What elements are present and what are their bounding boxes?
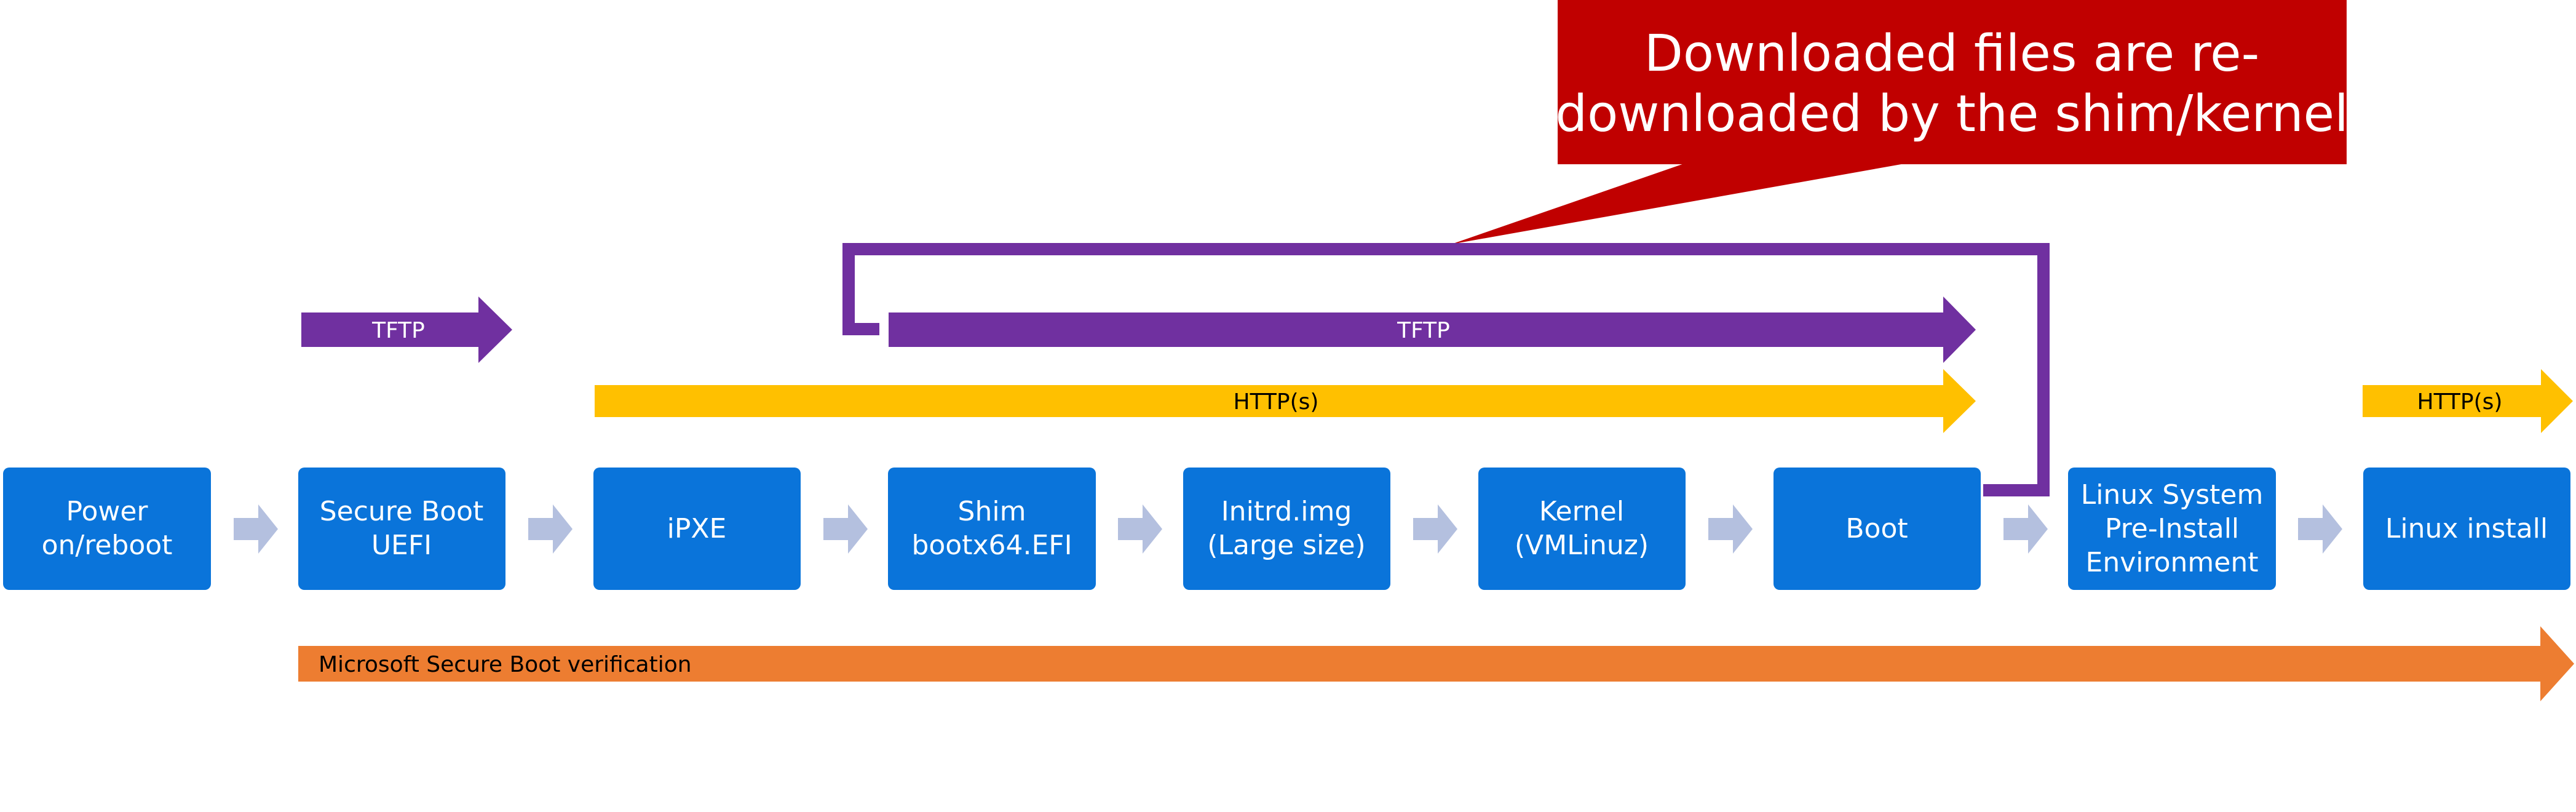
callout-pointer [1451, 161, 1919, 244]
tftp-arrow-2-label: TFTP [1397, 318, 1450, 343]
step-label-line1: Shim [958, 496, 1026, 527]
callout: Downloaded files are re- downloaded by t… [1451, 0, 2348, 244]
secure-boot-verification-arrow: Microsoft Secure Boot verification [298, 626, 2574, 701]
step-label-line1: Kernel [1539, 496, 1624, 527]
connector-arrow [2003, 504, 2048, 554]
redownload-loop-line [842, 243, 2050, 496]
step-box [3, 468, 211, 590]
step-shim: Shim bootx64.EFI [888, 468, 1096, 590]
step-linux-system: Linux System Pre-Install Environment [2068, 468, 2276, 590]
http-arrow-final-shape [2363, 369, 2573, 433]
step-power: Power on/reboot [3, 468, 211, 590]
step-box [2363, 468, 2570, 590]
step-label-line1: Secure Boot [320, 496, 484, 527]
step-label-line2: on/reboot [42, 530, 173, 561]
step-connectors [234, 504, 2342, 554]
http-arrow-main-shape [595, 369, 1976, 433]
step-kernel: Kernel (VMLinuz) [1478, 468, 1686, 590]
tftp-arrow-1-label: TFTP [371, 318, 425, 343]
connector-arrow [1118, 504, 1162, 554]
step-label-line1: Power [66, 496, 148, 527]
step-label-line1: Linux System [2081, 479, 2264, 511]
step-boot: Boot [1773, 468, 1981, 590]
secure-boot-verification-label: Microsoft Secure Boot verification [319, 652, 692, 677]
step-label-line2: (Large size) [1207, 530, 1365, 561]
step-box [2068, 468, 2276, 590]
http-arrow-main-label: HTTP(s) [1234, 389, 1319, 415]
connector-arrow [2298, 504, 2342, 554]
step-label-line1: Boot [1845, 513, 1908, 544]
step-label-line2: bootx64.EFI [911, 530, 1072, 561]
step-label-line2: (VMLinuz) [1515, 530, 1649, 561]
step-label-line2: Pre-Install [2105, 513, 2239, 544]
tftp-arrow-1-shape [301, 297, 512, 363]
step-box [1478, 468, 1686, 590]
step-box [1773, 468, 1981, 590]
step-ipxe: iPXE [593, 468, 801, 590]
callout-box [1558, 0, 2347, 164]
secure-boot-verification-shape [298, 626, 2574, 701]
http-arrow-final: HTTP(s) [2363, 369, 2573, 433]
connector-arrow [528, 504, 573, 554]
connector-arrow [823, 504, 868, 554]
tftp-arrow-2: TFTP [889, 297, 1976, 363]
step-box [593, 468, 801, 590]
step-label-line1: iPXE [667, 513, 727, 544]
step-label-line1: Initrd.img [1221, 496, 1352, 527]
connector-arrow [1708, 504, 1753, 554]
callout-text-line1: Downloaded files are re- [1644, 25, 2259, 83]
http-arrow-final-label: HTTP(s) [2417, 389, 2503, 415]
tftp-arrow-1: TFTP [301, 297, 512, 363]
connector-arrow [234, 504, 278, 554]
step-box [888, 468, 1096, 590]
step-label-line2: UEFI [371, 530, 432, 561]
callout-text-line2: downloaded by the shim/kernel [1555, 85, 2348, 143]
step-label-line3: Environment [2086, 547, 2259, 578]
http-arrow-main: HTTP(s) [595, 369, 1976, 433]
step-linux-install: Linux install [2363, 468, 2570, 590]
step-box [298, 468, 505, 590]
step-label-line1: Linux install [2385, 513, 2548, 544]
connector-arrow [1413, 504, 1457, 554]
tftp-arrow-2-shape [889, 297, 1976, 363]
step-box [1183, 468, 1390, 590]
step-secure-boot-uefi: Secure Boot UEFI [298, 468, 505, 590]
step-initrd: Initrd.img (Large size) [1183, 468, 1390, 590]
